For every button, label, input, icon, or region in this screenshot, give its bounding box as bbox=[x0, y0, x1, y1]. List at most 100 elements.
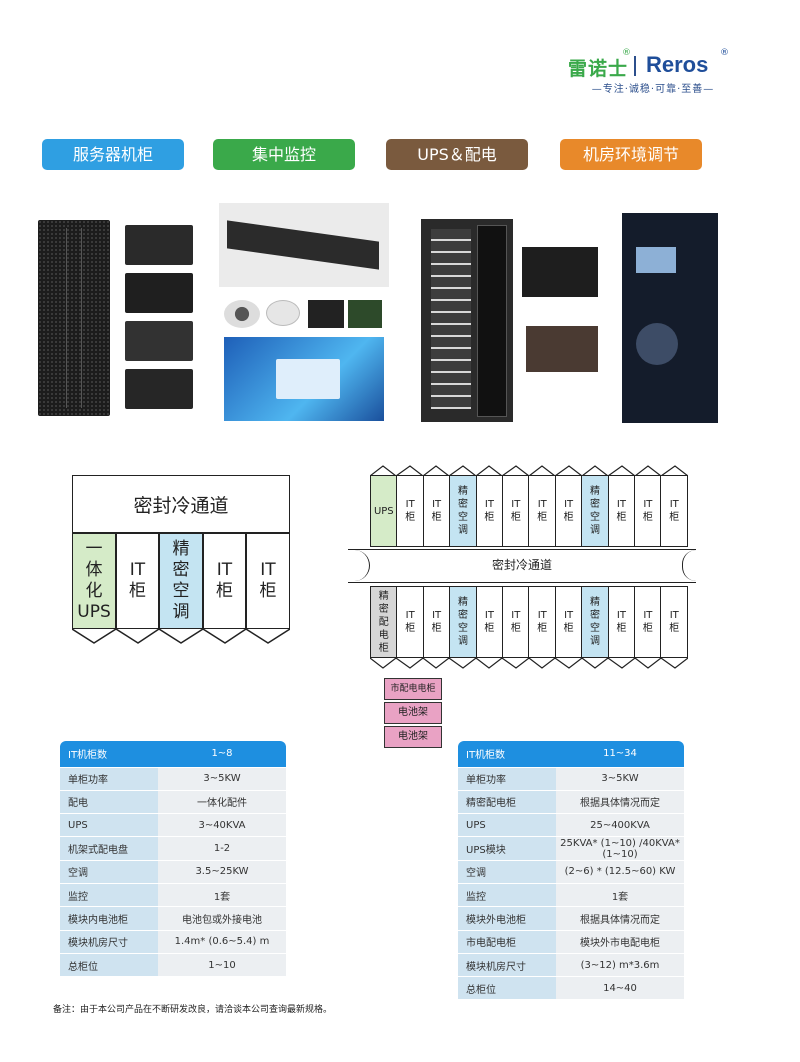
spec-key: 精密配电柜 bbox=[458, 790, 556, 815]
cold-aisle-label-large: 密封冷通道 bbox=[491, 558, 552, 572]
spec-key: 单柜功率 bbox=[60, 767, 158, 791]
dome-camera-image bbox=[224, 300, 260, 328]
it-cabinet-cell: IT 柜 bbox=[203, 533, 246, 629]
it-cabinet-cell: IT 柜 bbox=[607, 475, 636, 547]
door-markers bbox=[72, 629, 290, 644]
spec-value: 1~10 bbox=[158, 953, 286, 978]
distribution-cabinet-cell: 精 密 配 电 柜 bbox=[370, 586, 398, 658]
footnote: 备注：由于本公司产品在不断研发改良，请洽谈本公司查询最新规格。 bbox=[53, 1005, 333, 1015]
spec-key: 市电配电柜 bbox=[458, 930, 556, 954]
spec-key: 监控 bbox=[60, 883, 158, 908]
table-row: 精密配电柜根据具体情况而定 bbox=[458, 790, 684, 815]
it-cabinet-cell: IT 柜 bbox=[634, 475, 662, 547]
spec-key: 监控 bbox=[458, 883, 556, 908]
table-row: 模块内电池柜电池包或外接电池 bbox=[60, 906, 286, 931]
rack-detail-3-image bbox=[125, 321, 193, 361]
spec-value: 25KVA* (1~10) /40KVA* (1~10) bbox=[556, 836, 684, 861]
spec-key: UPS模块 bbox=[458, 836, 556, 861]
spec-key: 模块内电池柜 bbox=[60, 906, 158, 931]
it-cabinet-cell: IT 柜 bbox=[422, 475, 451, 547]
spec-value: (2~6) * (12.5~60) KW bbox=[556, 860, 684, 884]
registered-mark-icon: ® bbox=[720, 48, 729, 58]
ups-rack-unit-image bbox=[522, 247, 598, 297]
rack-detail-2-image bbox=[125, 273, 193, 313]
spec-value: 1.4m* (0.6~5.4) m bbox=[158, 930, 286, 954]
cold-aisle-band: 密封冷通道 bbox=[348, 549, 696, 583]
it-cabinet-cell: IT 柜 bbox=[528, 586, 557, 658]
spec-key: 总柜位 bbox=[458, 976, 556, 1001]
monitoring-host-image bbox=[219, 203, 389, 287]
ups-cell: UPS bbox=[370, 475, 398, 547]
category-server-rack: 服务器机柜 bbox=[42, 139, 184, 170]
battery-rack: 电池架 bbox=[384, 726, 442, 748]
spec-key: UPS bbox=[60, 813, 158, 838]
mains-distribution-cabinet: 市配电电柜 bbox=[384, 678, 442, 700]
table-header-value: 1~8 bbox=[158, 741, 286, 768]
spec-key: 模块外电池柜 bbox=[458, 906, 556, 931]
it-cabinet-cell: IT 柜 bbox=[396, 586, 424, 658]
precision-ac-image bbox=[622, 213, 718, 423]
table-row: 空调(2~6) * (12.5~60) KW bbox=[458, 860, 684, 884]
precision-ac-cell: 精 密 空 调 bbox=[159, 533, 203, 629]
spec-value: 1套 bbox=[556, 883, 684, 908]
spec-value: 14~40 bbox=[556, 976, 684, 1001]
it-cabinet-cell: IT 柜 bbox=[502, 475, 530, 547]
spec-key: 机架式配电盘 bbox=[60, 836, 158, 861]
spec-value: 根据具体情况而定 bbox=[556, 906, 684, 931]
server-rack-front-image bbox=[38, 220, 110, 416]
circuit-board-image bbox=[348, 300, 382, 328]
category-ups-power: UPS＆配电 bbox=[386, 139, 528, 170]
it-cabinet-cell: IT 柜 bbox=[660, 475, 689, 547]
smoke-sensor-image bbox=[266, 300, 300, 326]
it-cabinet-cell: IT 柜 bbox=[554, 586, 583, 658]
it-cabinet-cell: IT 柜 bbox=[607, 586, 636, 658]
controller-module-image bbox=[308, 300, 344, 328]
spec-value: 1-2 bbox=[158, 836, 286, 861]
spec-value: 电池包或外接电池 bbox=[158, 906, 286, 931]
brand-slogan: —专注·诚稳·可靠·至善— bbox=[591, 84, 715, 95]
small-module-diagram: 密封冷通道 一 体 化 UPS IT 柜 精 密 空 调 IT 柜 IT 柜 bbox=[72, 475, 290, 670]
spec-value: 3~5KW bbox=[556, 767, 684, 791]
category-room-environment: 机房环境调节 bbox=[560, 139, 702, 170]
precision-ac-cell: 精 密 空 调 bbox=[581, 475, 609, 547]
it-cabinet-cell: IT 柜 bbox=[554, 475, 583, 547]
it-cabinet-cell: IT 柜 bbox=[634, 586, 662, 658]
table-header-key: IT机柜数 bbox=[60, 741, 158, 768]
rack-detail-1-image bbox=[125, 225, 193, 265]
spec-key: 模块机房尺寸 bbox=[60, 930, 158, 954]
spec-value: 3.5~25KW bbox=[158, 860, 286, 884]
spec-key: 空调 bbox=[60, 860, 158, 884]
bottom-door-markers bbox=[370, 658, 688, 669]
spec-value: (3~12) m*3.6m bbox=[556, 953, 684, 978]
it-cabinet-cell: IT 柜 bbox=[246, 533, 290, 629]
table-row: 模块机房尺寸(3~12) m*3.6m bbox=[458, 953, 684, 978]
it-cabinet-cell: IT 柜 bbox=[116, 533, 159, 629]
logo-divider bbox=[634, 56, 636, 76]
integrated-ups-cell: 一 体 化 UPS bbox=[72, 533, 116, 629]
brand-en-name: Reros bbox=[646, 52, 709, 77]
spec-key: 总柜位 bbox=[60, 953, 158, 978]
distribution-cabinet-image bbox=[421, 219, 513, 422]
spec-value: 模块外市电配电柜 bbox=[556, 930, 684, 954]
spec-key: UPS bbox=[458, 813, 556, 838]
table-row: 市电配电柜模块外市电配电柜 bbox=[458, 930, 684, 954]
precision-ac-cell: 精 密 空 调 bbox=[449, 475, 477, 547]
it-cabinet-cell: IT 柜 bbox=[528, 475, 557, 547]
spec-value: 一体化配件 bbox=[158, 790, 286, 815]
table-header-key: IT机柜数 bbox=[458, 741, 556, 768]
spec-key: 模块机房尺寸 bbox=[458, 953, 556, 978]
it-cabinet-cell: IT 柜 bbox=[660, 586, 689, 658]
